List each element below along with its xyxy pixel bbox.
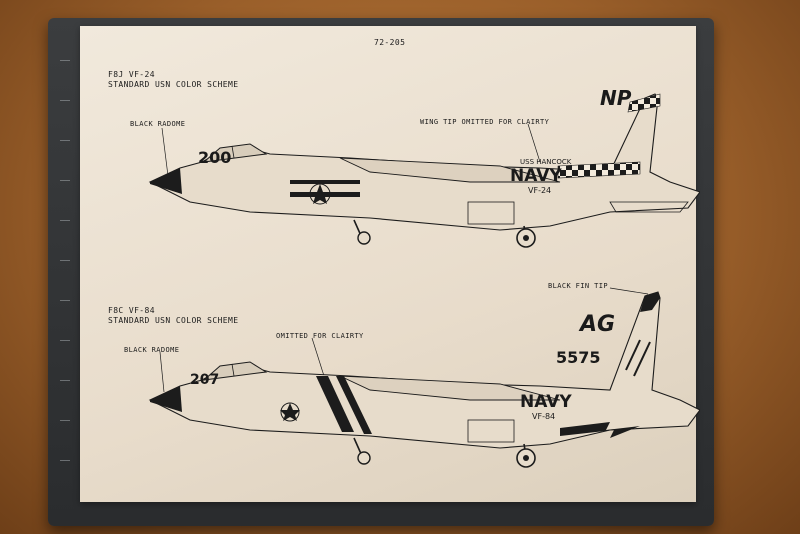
mat-ruler-tick (60, 140, 70, 141)
lower-aircraft-profile (148, 287, 700, 468)
lower-bureau-number: 5575 (556, 348, 601, 367)
upper-title: F8J VF-24 STANDARD USN COLOR SCHEME (108, 70, 238, 90)
instruction-sheet: 72-205 F8J VF-24 STANDARD USN COLOR SCHE… (80, 26, 700, 502)
lower-title: F8C VF-84 STANDARD USN COLOR SCHEME (108, 306, 238, 326)
mat-ruler-tick (60, 340, 70, 341)
lower-omitted-callout: OMITTED FOR CLAIRTY (276, 332, 364, 340)
lower-radome-callout: BLACK RADOME (124, 346, 180, 354)
mat-ruler-tick (60, 220, 70, 221)
mat-ruler-tick (60, 180, 70, 181)
upper-title-line2: STANDARD USN COLOR SCHEME (108, 80, 239, 89)
lower-fintip-callout: BLACK FIN TIP (548, 282, 608, 290)
mat-ruler-tick (60, 460, 70, 461)
upper-aircraft-profile (148, 93, 700, 248)
upper-wingtip-callout: WING TIP OMITTED FOR CLAIRTY (420, 118, 550, 126)
lower-squadron: VF-84 (532, 412, 556, 421)
mat-ruler-tick (60, 60, 70, 61)
lower-title-line1: F8C VF-84 (108, 306, 155, 315)
upper-ship-name: USS HANCOCK (520, 158, 572, 166)
lower-modex: 207 (190, 372, 220, 388)
upper-radome-callout: BLACK RADOME (130, 120, 186, 128)
mat-ruler-tick (60, 420, 70, 421)
mat-ruler-tick (60, 100, 70, 101)
upper-title-line1: F8J VF-24 (108, 70, 155, 79)
upper-tail-code: NP (600, 86, 632, 110)
mat-ruler-tick (60, 380, 70, 381)
mat-ruler-tick (60, 300, 70, 301)
upper-modex: 200 (198, 148, 232, 167)
upper-squadron: VF-24 (528, 186, 552, 195)
sheet-ref-number: 72-205 (374, 38, 406, 47)
lower-navy-lettering: NAVY (520, 392, 572, 412)
lower-title-line2: STANDARD USN COLOR SCHEME (108, 316, 239, 325)
lower-tail-code: AG (580, 312, 616, 337)
mat-ruler-tick (60, 260, 70, 261)
upper-navy-lettering: NAVY (510, 166, 562, 186)
